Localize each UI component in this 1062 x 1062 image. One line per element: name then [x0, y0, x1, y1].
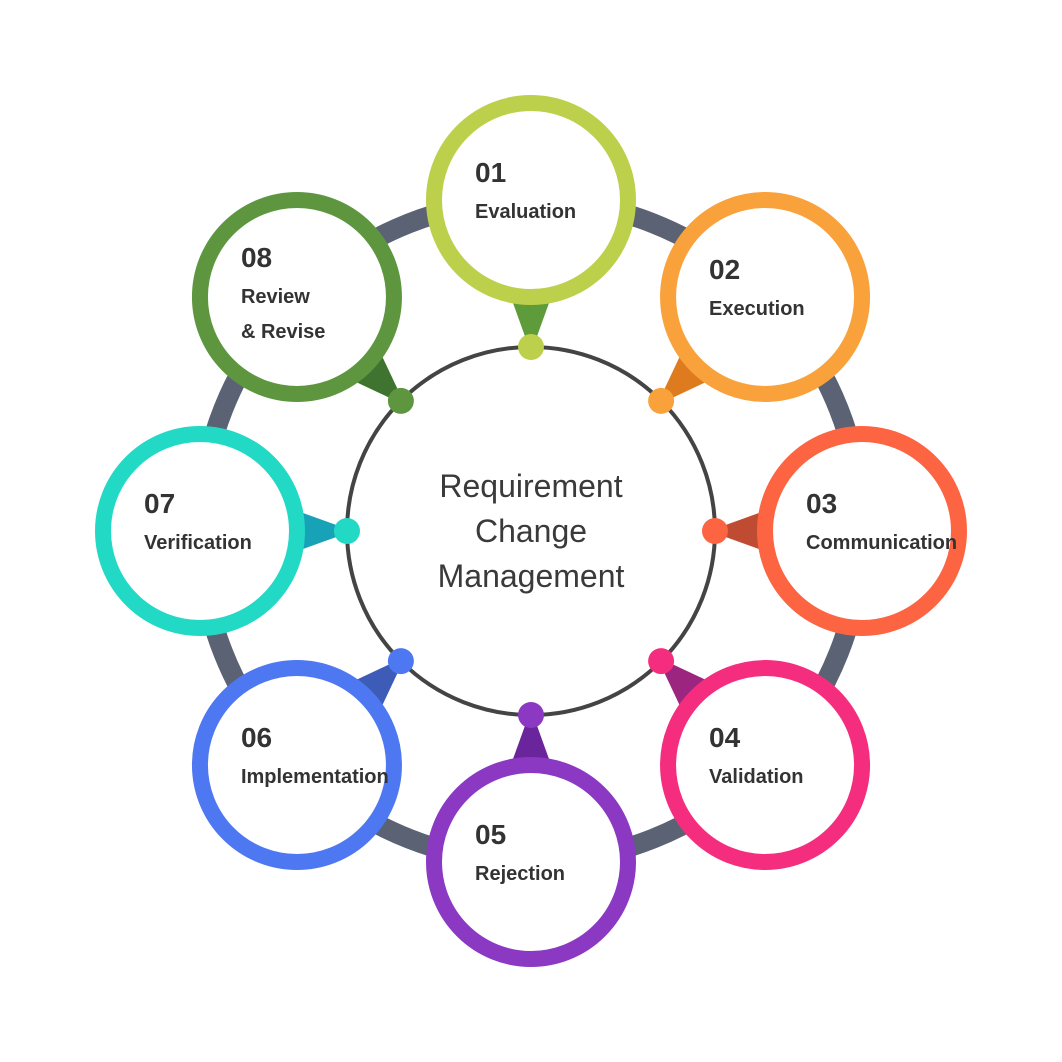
step-06-ring	[191, 660, 402, 871]
step-04-dot	[648, 648, 675, 675]
step-04-number: 04	[709, 722, 741, 753]
step-02-dot	[648, 387, 675, 414]
step-04-ring	[660, 660, 871, 871]
step-03-number: 03	[806, 488, 837, 519]
step-02-label: Execution	[709, 298, 805, 320]
step-07-dot	[334, 518, 360, 544]
step-06-dot	[387, 648, 414, 675]
step-06-label: Implementation	[241, 766, 389, 788]
center-title-line-2: Change	[475, 513, 587, 549]
step-01-dot	[518, 334, 544, 360]
step-08-label: & Revise	[241, 321, 326, 343]
step-08-dot	[387, 387, 414, 414]
step-08-label: Review	[241, 286, 310, 308]
step-05-label: Rejection	[475, 863, 565, 885]
center-title-line-3: Management	[438, 558, 625, 594]
step-04-label: Validation	[709, 766, 803, 788]
step-08-ring	[191, 191, 402, 402]
inner-dots	[334, 334, 728, 728]
step-07-ring	[95, 426, 305, 636]
center-title-line-1: Requirement	[439, 468, 622, 504]
step-06-number: 06	[241, 722, 272, 753]
step-03-ring	[757, 426, 967, 636]
step-03-dot	[702, 518, 728, 544]
step-08-number: 08	[241, 242, 272, 273]
step-05-ring	[426, 757, 636, 967]
step-07-label: Verification	[144, 532, 252, 554]
steps: 01Evaluation02Execution03Communication04…	[95, 95, 967, 967]
step-05-dot	[518, 702, 544, 728]
step-01-label: Evaluation	[475, 201, 576, 223]
step-07-number: 07	[144, 488, 175, 519]
step-02-number: 02	[709, 254, 740, 285]
step-01-number: 01	[475, 157, 506, 188]
step-01-ring	[426, 95, 636, 305]
step-03-label: Communication	[806, 532, 957, 554]
step-02-ring	[660, 191, 871, 402]
step-05-number: 05	[475, 819, 506, 850]
